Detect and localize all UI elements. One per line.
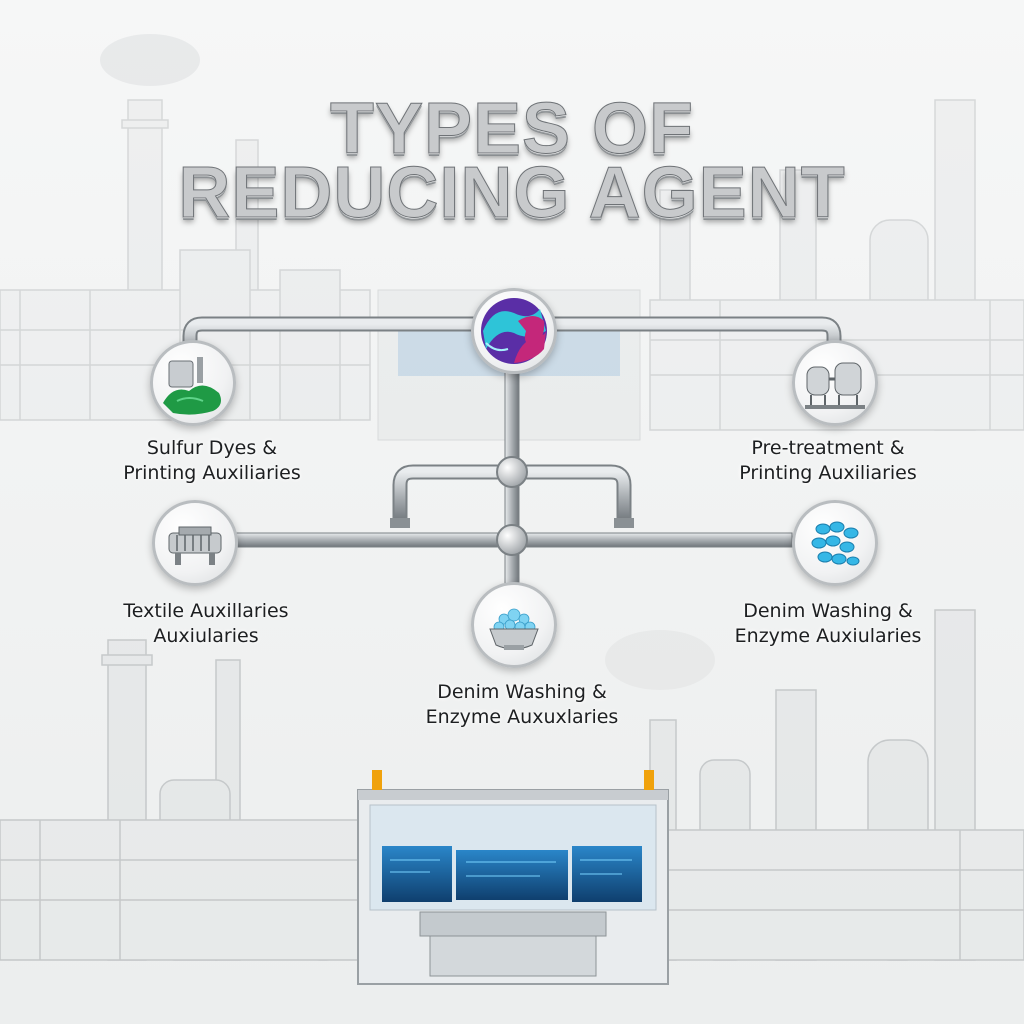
blue-tablets-icon [811, 521, 860, 566]
title-line-2: REDUCING AGENT [178, 153, 846, 234]
denim-washing-right-label: Denim Washing & Enzyme Auxiularies [708, 599, 948, 649]
textile-machine-icon [168, 526, 222, 565]
pretreatment-node[interactable] [792, 340, 878, 426]
sulfur-dyes-node[interactable] [150, 340, 236, 426]
pipe-joint-upper [496, 456, 528, 488]
pretreatment-label-line-2: Printing Auxiliaries [739, 462, 917, 484]
refinery-lower-left [0, 639, 361, 961]
dye-mixer-icon [163, 357, 221, 415]
twisted-dyed-yarn-icon [481, 298, 547, 364]
pretreatment-label: Pre-treatment & Printing Auxiliaries [708, 436, 948, 486]
sulfur-dyes-label-line-1: Sulfur Dyes & [146, 437, 278, 459]
sulfur-dyes-label: Sulfur Dyes & Printing Auxiliaries [92, 436, 332, 486]
smoke-plume-right [605, 630, 715, 690]
denim-washing-bottom-label-line-1: Denim Washing & [437, 681, 607, 703]
textile-auxillaries-label-line-2: Auxiularies [153, 625, 259, 647]
pipe-joint-lower [496, 524, 528, 556]
textile-auxillaries-node[interactable] [152, 500, 238, 586]
title-line-1: TYPES OF [329, 89, 695, 170]
denim-washing-bottom-label: Denim Washing & Enzyme Auxuxlaries [402, 680, 642, 730]
denim-washing-bottom-node[interactable] [471, 582, 557, 668]
denim-washing-right-node[interactable] [792, 500, 878, 586]
smoke-plume-left [100, 34, 200, 86]
textile-auxillaries-label-line-1: Textile Auxillaries [123, 600, 289, 622]
pretreatment-label-line-1: Pre-treatment & [751, 437, 905, 459]
top-node[interactable] [471, 288, 557, 374]
bowl-of-crystals-icon [489, 608, 539, 650]
control-room-icon [357, 770, 669, 985]
textile-auxillaries-label: Textile Auxillaries Auxiularies [86, 599, 326, 649]
processing-tanks-icon [805, 362, 865, 409]
denim-washing-bottom-label-line-2: Enzyme Auxuxlaries [425, 706, 619, 728]
denim-washing-right-label-line-1: Denim Washing & [743, 600, 913, 622]
denim-washing-right-label-line-2: Enzyme Auxiularies [734, 625, 922, 647]
sulfur-dyes-label-line-2: Printing Auxiliaries [123, 462, 301, 484]
